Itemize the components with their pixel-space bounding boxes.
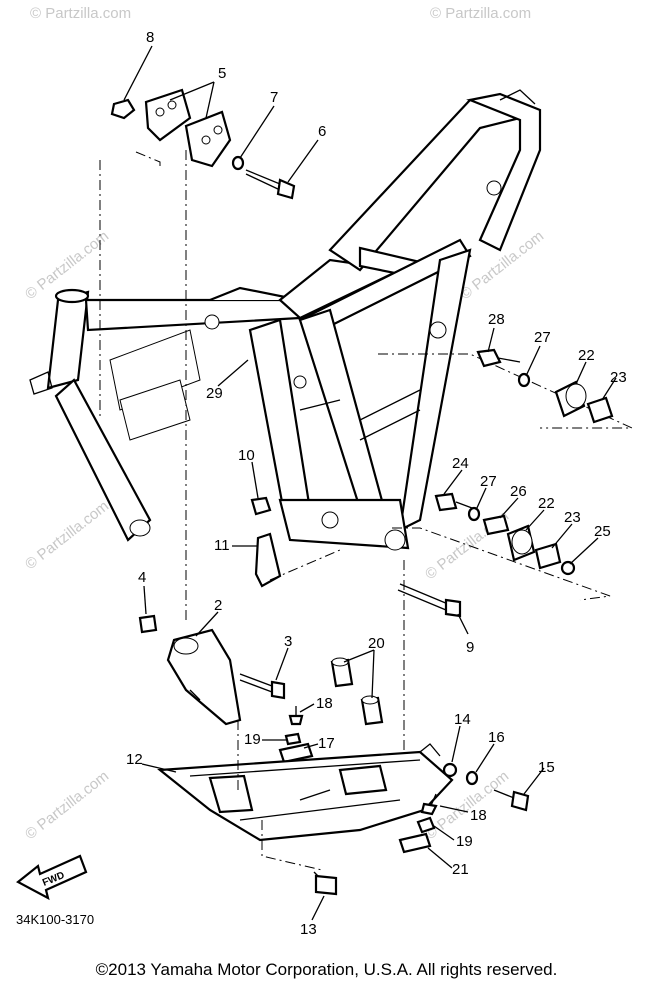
callout-14: 14 <box>454 711 471 728</box>
callout-23b: 23 <box>564 509 581 526</box>
leader-line <box>135 151 161 170</box>
rear-mount-hardware-upper <box>378 348 633 429</box>
callout-19a: 19 <box>244 731 261 748</box>
copyright-notice: ©2013 Yamaha Motor Corporation, U.S.A. A… <box>95 960 558 979</box>
callout-9: 9 <box>466 639 474 656</box>
part-bolt-3 <box>239 673 286 700</box>
part-bracket-11 <box>254 532 282 588</box>
part-clip-17 <box>278 742 314 764</box>
callout-16: 16 <box>488 729 505 746</box>
leader-line <box>269 549 341 581</box>
fwd-arrow-icon: FWD <box>16 854 88 901</box>
callout-26: 26 <box>510 483 527 500</box>
part-screw-18-right <box>420 793 438 816</box>
callout-3: 3 <box>284 633 292 650</box>
part-bolt-13 <box>313 871 338 896</box>
callout-21: 21 <box>452 861 469 878</box>
callout-18b: 18 <box>470 807 487 824</box>
callout-22a: 22 <box>578 347 595 364</box>
callout-labels: 8 5 7 6 29 28 27 22 23 24 27 26 22 23 25… <box>126 29 627 938</box>
callout-25: 25 <box>594 523 611 540</box>
part-long-bolt-9 <box>397 583 462 618</box>
part-engine-bracket-5 <box>144 88 232 168</box>
callout-2: 2 <box>214 597 222 614</box>
part-nut-19-right <box>416 816 436 834</box>
part-damper-20 <box>330 657 384 726</box>
part-skid-plate-12 <box>157 743 454 842</box>
callout-17: 17 <box>318 735 335 752</box>
callout-29: 29 <box>206 385 223 402</box>
callout-leaders <box>123 45 617 921</box>
callout-19b: 19 <box>456 833 473 850</box>
watermark-text: © Partzilla.com <box>30 5 131 22</box>
part-washer-7 <box>231 155 245 171</box>
watermark-text: © Partzilla.com <box>22 768 112 844</box>
callout-5: 5 <box>218 65 226 82</box>
callout-20: 20 <box>368 635 385 652</box>
callout-8: 8 <box>146 29 154 46</box>
part-nut-10 <box>250 496 272 516</box>
watermark-text: © Partzilla.com <box>430 5 531 22</box>
part-washer-16 <box>465 770 479 786</box>
diagram-code: 34K100-3170 <box>16 912 94 927</box>
callout-11: 11 <box>214 537 230 554</box>
callout-24: 24 <box>452 455 469 472</box>
leader-line <box>261 820 323 871</box>
callout-4: 4 <box>138 569 146 586</box>
part-nut-4 <box>138 614 158 634</box>
callout-18a: 18 <box>316 695 333 712</box>
callout-7: 7 <box>270 89 278 106</box>
callout-27b: 27 <box>480 473 497 490</box>
part-screw-18 <box>288 706 304 726</box>
callout-6: 6 <box>318 123 326 140</box>
callout-28: 28 <box>488 311 505 328</box>
part-bracket-2 <box>166 628 242 726</box>
rear-mount-hardware-lower <box>392 492 611 601</box>
watermark-text: © Partzilla.com <box>22 498 112 574</box>
callout-23a: 23 <box>610 369 627 386</box>
main-frame <box>29 89 542 551</box>
callout-15: 15 <box>538 759 555 776</box>
callout-10: 10 <box>238 447 255 464</box>
part-clip-21 <box>398 832 432 854</box>
callout-13: 13 <box>300 921 317 938</box>
callout-22b: 22 <box>538 495 555 512</box>
part-bolt-15 <box>493 789 530 812</box>
part-nut-8 <box>110 98 136 120</box>
part-bolt-6 <box>245 169 296 200</box>
callout-12: 12 <box>126 751 143 768</box>
part-washer-14 <box>442 762 458 778</box>
callout-27a: 27 <box>534 329 551 346</box>
part-nut-19 <box>284 732 302 746</box>
